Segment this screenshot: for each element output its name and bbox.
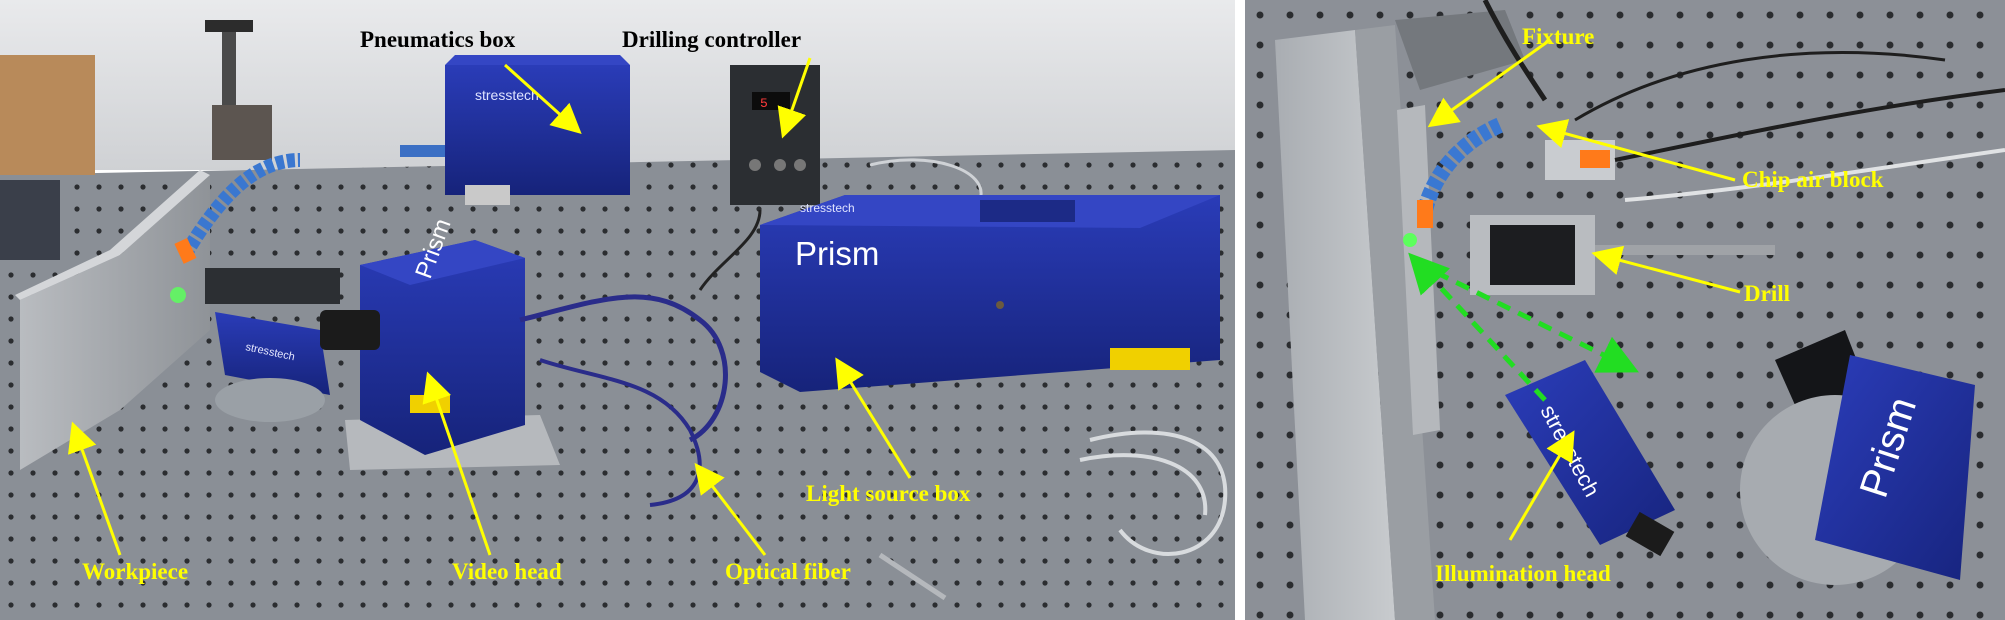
label-drill: Drill (1744, 281, 1790, 306)
side-equipment (0, 180, 60, 260)
hose-nozzle (174, 237, 197, 264)
setup-photo: stresstech Prism stresstech 5 (0, 0, 1235, 620)
fiber-cable (519, 294, 728, 443)
label-drilling-controller: Drilling controller (622, 27, 802, 52)
label-workpiece: Workpiece (82, 559, 189, 584)
label-video-head: Video head (452, 559, 562, 584)
setup-photo-drawing: stresstech Prism stresstech 5 (0, 0, 1235, 620)
closeup-illumination-head (1505, 360, 1675, 545)
pneumatics-box-device (445, 65, 630, 195)
pneumatic-fitting (400, 145, 445, 157)
panel-divider (1235, 0, 1245, 620)
light-source-box-device (760, 195, 1220, 392)
label-optical-fiber: Optical fiber (725, 559, 851, 584)
small-block (465, 185, 510, 205)
warning-label (1110, 348, 1190, 370)
closeup-nozzle (1417, 200, 1433, 228)
coolant-hose (178, 153, 301, 259)
closeup-video-head (1815, 355, 1975, 580)
drill-body (205, 268, 340, 304)
illumination-head (215, 312, 330, 395)
laser-warning-sticker (410, 395, 450, 413)
cardboard-box (0, 55, 95, 175)
closeup-laser-spot (1403, 233, 1417, 247)
workpiece-block (20, 175, 210, 470)
label-pneumatics-box: Pneumatics box (360, 27, 516, 52)
closeup-coolant-hose (1417, 117, 1504, 213)
video-lens (320, 310, 380, 350)
rotary-base (215, 378, 325, 422)
label-illumination-head: Illumination head (1435, 561, 1611, 586)
vent-grille (980, 200, 1075, 222)
svg-text:5: 5 (760, 96, 768, 111)
closeup-photo: Prism stresstech (1245, 0, 2005, 620)
closeup-drill (1490, 225, 1575, 285)
clamp-handle (205, 20, 253, 32)
svg-text:stresstech: stresstech (800, 201, 855, 215)
light-source-brand: Prism (795, 235, 879, 272)
laser-spot (170, 287, 186, 303)
clamp-screw (222, 30, 236, 120)
hex-key (878, 552, 947, 601)
clamp-block (212, 105, 272, 160)
closeup-photo-drawing: Prism stresstech (1245, 0, 2005, 620)
label-chip-air-block: Chip air block (1742, 167, 1884, 192)
drilling-controller-device (730, 65, 820, 205)
label-fixture: Fixture (1522, 24, 1595, 49)
label-light-source-box: Light source box (806, 481, 971, 506)
cable-coil (1089, 430, 1228, 556)
pneumatics-brand: stresstech (475, 87, 539, 103)
